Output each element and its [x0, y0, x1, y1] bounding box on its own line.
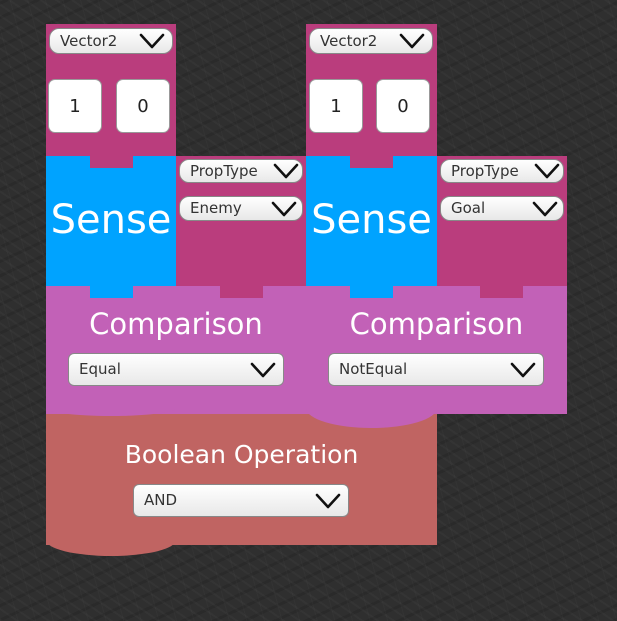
boolean-operator-value: AND	[144, 493, 178, 508]
right-sense-top-notch	[350, 156, 393, 168]
right-comparison-proptype-tab	[480, 284, 523, 298]
right-comparison-bottom-tab	[306, 408, 437, 428]
boolean-operation-block[interactable]	[46, 405, 437, 545]
right-vector-y-field[interactable]: 0	[376, 79, 430, 133]
chevron-down-icon	[399, 33, 425, 49]
left-vector-x-field[interactable]: 1	[48, 79, 102, 133]
chevron-down-icon	[139, 33, 165, 49]
right-comparison-sense-tab	[350, 284, 393, 298]
left-prop-value: Enemy	[190, 201, 242, 216]
chevron-down-icon	[510, 362, 536, 377]
chevron-down-icon	[273, 163, 299, 179]
left-comparison-block[interactable]	[46, 286, 306, 414]
chevron-down-icon	[271, 201, 297, 216]
boolean-block-bottom-tab	[46, 540, 176, 556]
left-sense-block[interactable]	[46, 156, 176, 286]
left-prop-value-dropdown[interactable]: Enemy	[179, 196, 303, 221]
left-comparison-title: Comparison	[89, 307, 263, 341]
right-sense-block[interactable]	[306, 156, 437, 286]
left-comparison-proptype-tab	[220, 284, 263, 298]
left-sense-top-notch	[90, 156, 133, 168]
right-sense-label: Sense	[311, 197, 432, 243]
right-comparison-title: Comparison	[349, 307, 524, 341]
right-comparison-value: NotEqual	[339, 362, 408, 377]
right-comparison-dropdown[interactable]: NotEqual	[328, 353, 544, 386]
left-vector-y-field[interactable]: 0	[116, 79, 170, 133]
right-vector-type-dropdown[interactable]: Vector2	[309, 28, 433, 54]
right-prop-value-dropdown[interactable]: Goal	[440, 196, 564, 221]
chevron-down-icon	[534, 163, 560, 179]
chevron-down-icon	[315, 493, 341, 508]
left-comparison-value: Equal	[79, 362, 121, 377]
boolean-operator-dropdown[interactable]: AND	[133, 484, 349, 517]
boolean-operation-title: Boolean Operation	[124, 440, 359, 469]
left-comparison-dropdown[interactable]: Equal	[68, 353, 284, 386]
right-vector-type-value: Vector2	[320, 33, 378, 49]
chevron-down-icon	[532, 201, 558, 216]
right-vector-x-field[interactable]: 1	[309, 79, 363, 133]
left-proptype-dropdown[interactable]: PropType	[179, 159, 303, 183]
left-comparison-bottom-tab	[46, 408, 176, 416]
left-comparison-sense-tab	[90, 284, 133, 298]
right-proptype-value: PropType	[451, 163, 519, 179]
right-prop-value: Goal	[451, 201, 486, 216]
right-comparison-block[interactable]	[306, 286, 567, 414]
left-proptype-value: PropType	[190, 163, 258, 179]
right-proptype-dropdown[interactable]: PropType	[440, 159, 564, 183]
left-vector-type-dropdown[interactable]: Vector2	[49, 28, 173, 54]
left-sense-label: Sense	[50, 197, 172, 243]
chevron-down-icon	[250, 362, 276, 377]
left-vector-type-value: Vector2	[60, 33, 118, 49]
